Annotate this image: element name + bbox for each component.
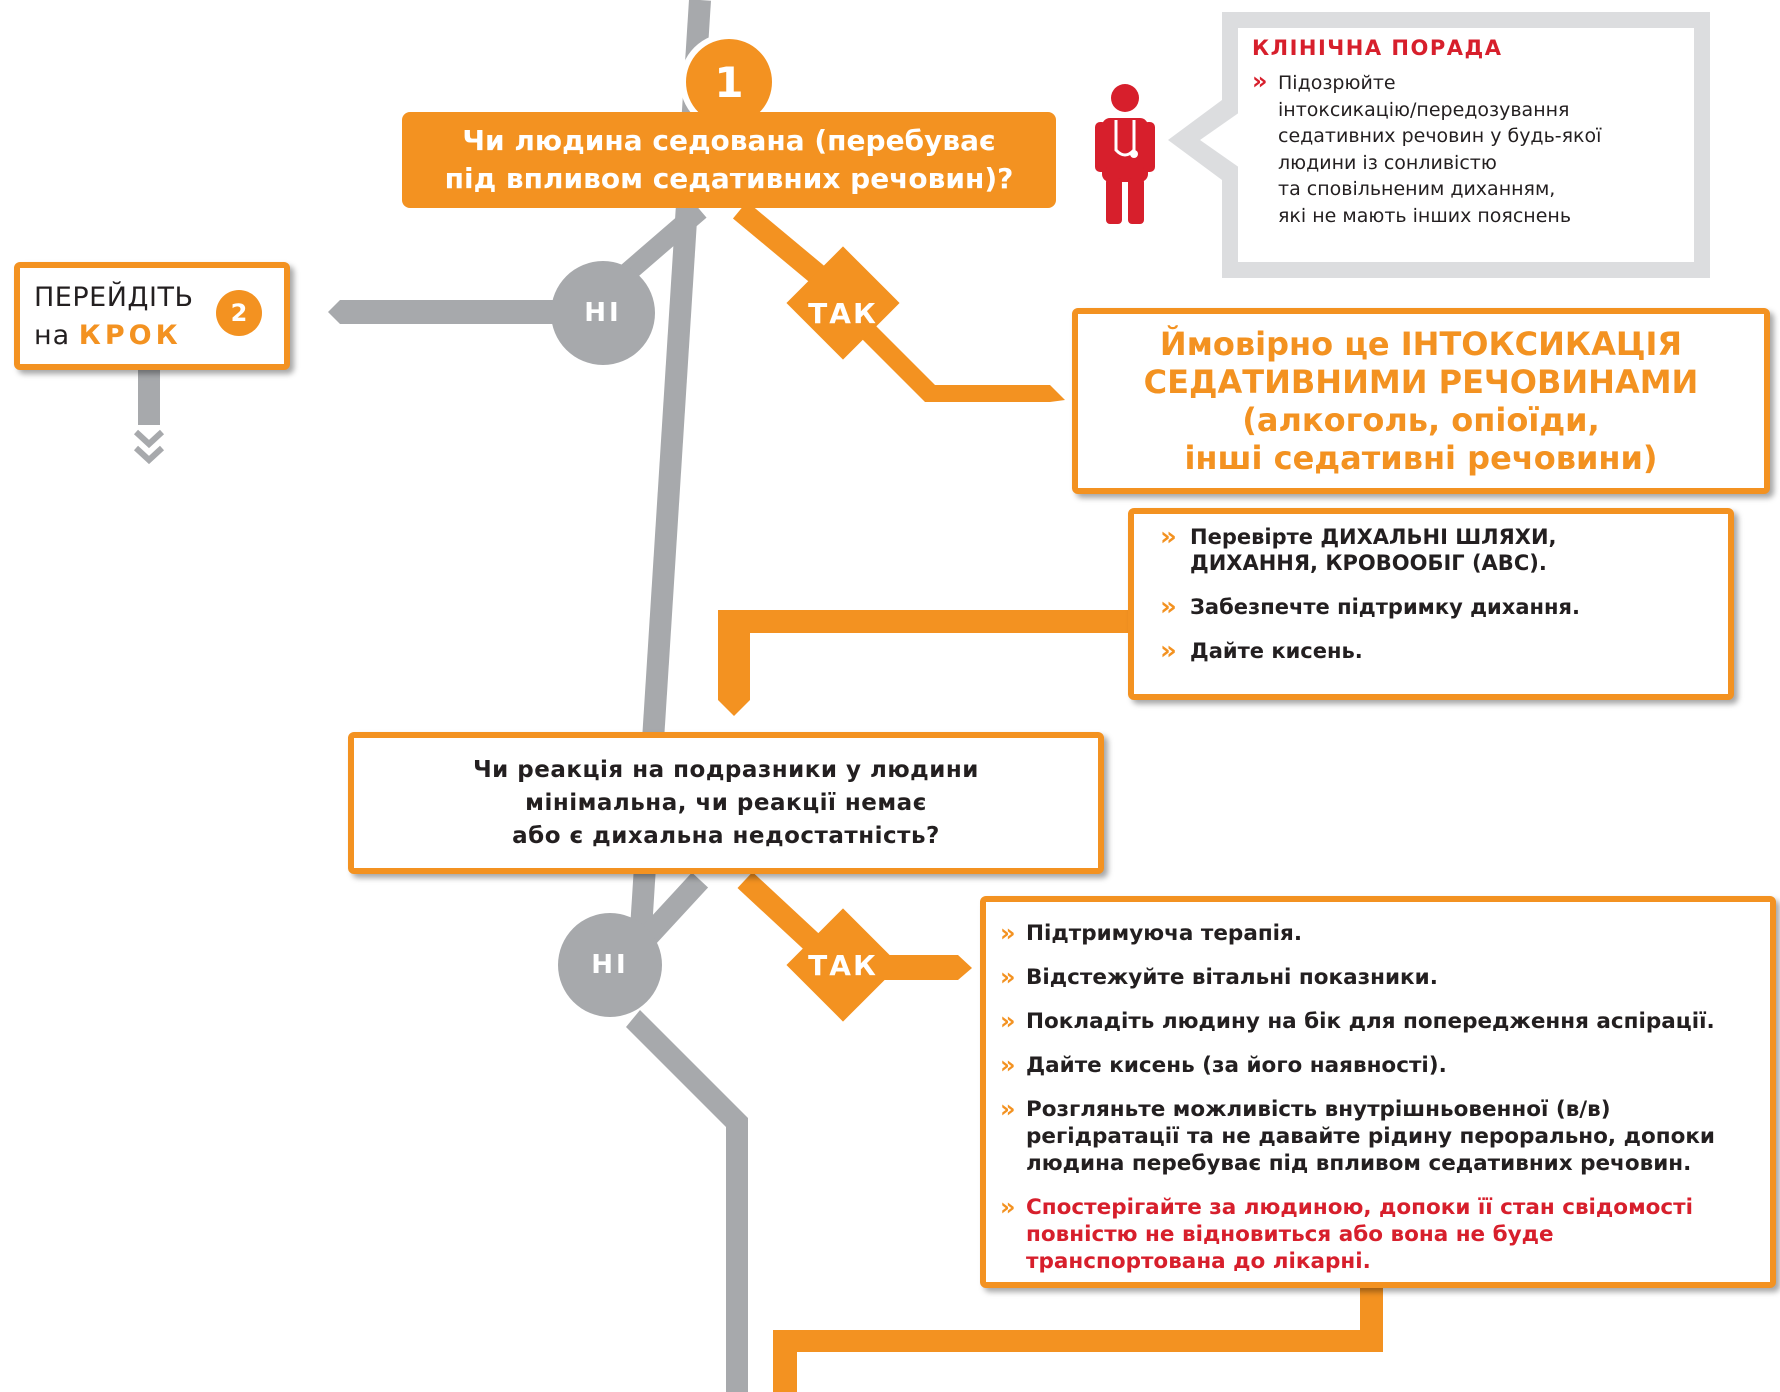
actions2-warning-line: повністю не відновиться або вона не буде (1026, 1222, 1554, 1247)
tip-line: та сповільненим диханням, (1278, 178, 1556, 200)
actions1-item: » Перевірте ДИХАЛЬНІ ШЛЯХИ,ДИХАННЯ, КРОВ… (1160, 524, 1728, 576)
actions2-item-line: Розгляньте можливість внутрішньовенної (… (1026, 1097, 1611, 1122)
bullet-chevron-icon: » (1160, 522, 1177, 552)
actions2-item-line: регідратації та не давайте рідину перора… (1026, 1124, 1715, 1149)
bullet-chevron-icon: » (1160, 592, 1177, 622)
tip-line: які не мають інших пояснень (1278, 204, 1572, 227)
step1-question-line1: Чи людина седована (перебуває (462, 124, 996, 157)
actions2-warning-line: Спостерігайте за людиною, допоки її стан… (1026, 1195, 1693, 1220)
actions1-item-line: ДИХАННЯ, КРОВООБІГ (АВС). (1190, 551, 1547, 575)
bullet-chevron-icon: » (1000, 963, 1016, 991)
diagnosis-box: Ймовірно це ІНТОКСИКАЦІЯ СЕДАТИВНИМИ РЕЧ… (1072, 308, 1770, 494)
actions2-item-line: Покладіть людину на бік для попередження… (1026, 1009, 1715, 1034)
actions1-item: » Дайте кисень. (1160, 638, 1728, 664)
goto-down-stem (138, 370, 160, 425)
doctor-icon (1095, 84, 1155, 224)
arrow-to-actions2 (880, 955, 972, 980)
clinical-tip: КЛІНІЧНА ПОРАДА » Підозрюйте інтоксикаці… (1252, 36, 1692, 266)
arrow-to-step2 (328, 300, 560, 324)
diagnosis-line4: інші седативні речовини) (1184, 439, 1658, 477)
bullet-chevron-icon: » (1000, 1051, 1016, 1079)
bullet-chevron-icon: » (1000, 1193, 1016, 1221)
actions2-item: » Розгляньте можливість внутрішньовенної… (1000, 1096, 1770, 1177)
actions1-item-line: Дайте кисень. (1190, 639, 1363, 663)
no2-label: НІ (591, 950, 629, 980)
connector-no2-down (626, 1010, 748, 1392)
tip-line: Підозрюйте (1278, 72, 1396, 94)
goto-prefix: на (34, 320, 71, 351)
connector-actions1-to-question (718, 610, 1128, 716)
tip-line: інтоксикацію/передозування (1278, 98, 1570, 121)
step1-question-line2: під впливом седативних речовин)? (444, 162, 1014, 195)
goto-line1: ПЕРЕЙДІТЬ (34, 282, 194, 313)
actions2-warning: » Спостерігайте за людиною, допоки її ст… (1000, 1194, 1770, 1275)
goto-step2-box[interactable]: ПЕРЕЙДІТЬ на КРОК 2 (14, 262, 290, 370)
no1-circle (551, 261, 655, 365)
actions2-item: » Відстежуйте вітальні показники. (1000, 964, 1770, 991)
step1-question: Чи людина седована (перебуває під впливо… (402, 112, 1056, 208)
step2-question-line3: або є дихальна недостатність? (512, 822, 940, 849)
step1-number: 1 (714, 57, 744, 107)
bullet-chevron-icon: » (1160, 636, 1177, 666)
tip-tail-inner (1200, 112, 1240, 168)
yes2-label: ТАК (808, 948, 878, 982)
actions2-item: » Дайте кисень (за його наявності). (1000, 1052, 1770, 1079)
bullet-chevron-icon: » (1000, 1095, 1016, 1123)
actions2-warning-line: транспортована до лікарні. (1026, 1249, 1371, 1274)
actions2-item-line: Підтримуюча терапія. (1026, 921, 1303, 946)
tip-line: людини із сонливістю (1278, 151, 1497, 174)
tip-panel-inner (1238, 28, 1694, 262)
step2-question-box: Чи реакція на подразники у людини мініма… (348, 732, 1104, 874)
actions1-box: » Перевірте ДИХАЛЬНІ ШЛЯХИ,ДИХАННЯ, КРОВ… (1128, 508, 1734, 700)
actions2-box: » Підтримуюча терапія. » Відстежуйте віт… (980, 896, 1776, 1288)
actions2-item: » Підтримуюча терапія. (1000, 920, 1770, 947)
goto-step-number: 2 (216, 290, 262, 336)
goto-step-word: КРОК (78, 320, 182, 351)
tip-line: седативних речовин у будь-якої (1278, 125, 1602, 147)
actions2-item-line: Відстежуйте вітальні показники. (1026, 965, 1438, 990)
yes1-label: ТАК (808, 296, 878, 330)
actions2-item-line: Дайте кисень (за його наявності). (1026, 1053, 1447, 1078)
actions1-item-line: Перевірте ДИХАЛЬНІ ШЛЯХИ, (1190, 525, 1557, 549)
step2-question-line2: мінімальна, чи реакції немає (525, 789, 927, 816)
actions1-item: » Забезпечте підтримку дихання. (1160, 594, 1728, 620)
connector-yes1-to-diagnosis (850, 310, 1065, 402)
bullet-chevron-icon: » (1000, 1007, 1016, 1035)
bullet-chevron-icon: » (1000, 919, 1016, 947)
no1-label: НІ (584, 298, 622, 328)
actions2-item: » Покладіть людину на бік для попереджен… (1000, 1008, 1770, 1035)
actions1-item-line: Забезпечте підтримку дихання. (1190, 595, 1580, 619)
actions2-item-line: людина перебуває під впливом седативних … (1026, 1151, 1692, 1176)
connector-yes2 (737, 871, 823, 954)
diagnosis-line2: СЕДАТИВНИМИ РЕЧОВИНАМИ (1143, 363, 1699, 401)
diagnosis-line1: Ймовірно це ІНТОКСИКАЦІЯ (1159, 325, 1683, 363)
double-chevron-down-icon (133, 429, 165, 465)
diagnosis-line3: (алкоголь, опіоїди, (1242, 401, 1600, 439)
tip-bullet: » (1252, 67, 1268, 95)
connector-actions2-down (773, 1285, 1383, 1392)
tip-title: КЛІНІЧНА ПОРАДА (1252, 36, 1503, 60)
step2-question-line1: Чи реакція на подразники у людини (473, 756, 979, 783)
no2-circle (558, 913, 662, 1017)
